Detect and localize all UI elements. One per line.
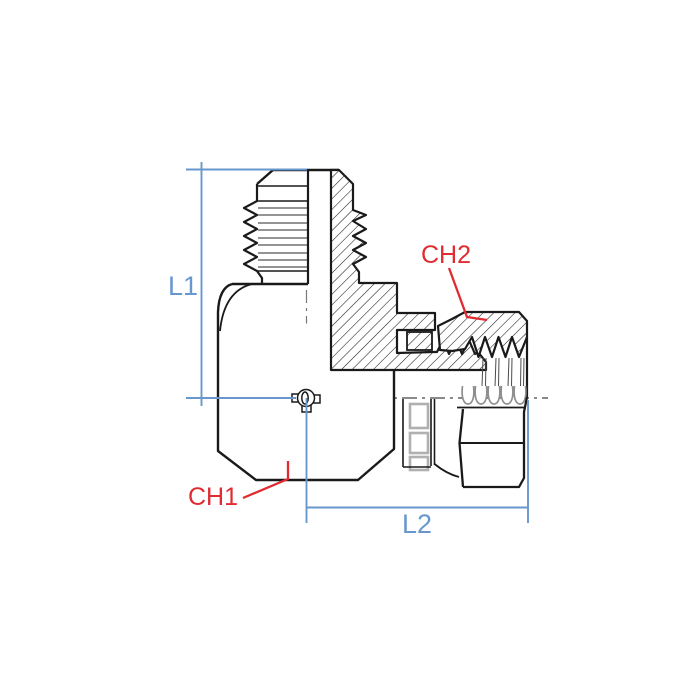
thread-crest-scallops	[461, 385, 527, 405]
nut-hex-exterior	[457, 396, 529, 489]
label-ch1: CH1	[188, 483, 238, 511]
section-body-leg	[329, 168, 488, 372]
thread-flank-lines	[258, 207, 307, 268]
body-corner-chamfer-arc	[219, 283, 253, 332]
hex-left-edge	[458, 408, 465, 488]
label-l2: L2	[402, 509, 432, 539]
male-top-face	[256, 168, 339, 185]
neck-collar	[402, 399, 460, 478]
dimensions	[186, 162, 529, 523]
neck-gray-facets	[408, 402, 430, 472]
washer-section	[406, 331, 433, 351]
ch2-leader-line	[447, 267, 488, 322]
male-jic-end	[242, 168, 339, 284]
label-l1: L1	[168, 271, 198, 301]
ch1-leader-line	[242, 461, 290, 500]
nut-section-outline	[436, 310, 529, 359]
annotations	[242, 267, 488, 500]
collar-curve	[433, 463, 460, 478]
body-leg-section	[329, 168, 488, 372]
hex-right-bottom-edge	[463, 396, 529, 489]
swivel-nut-section	[436, 310, 529, 397]
male-thread-crest-profile	[242, 184, 264, 284]
label-ch2: CH2	[421, 241, 471, 269]
stub-threads-in-opening	[481, 357, 525, 388]
